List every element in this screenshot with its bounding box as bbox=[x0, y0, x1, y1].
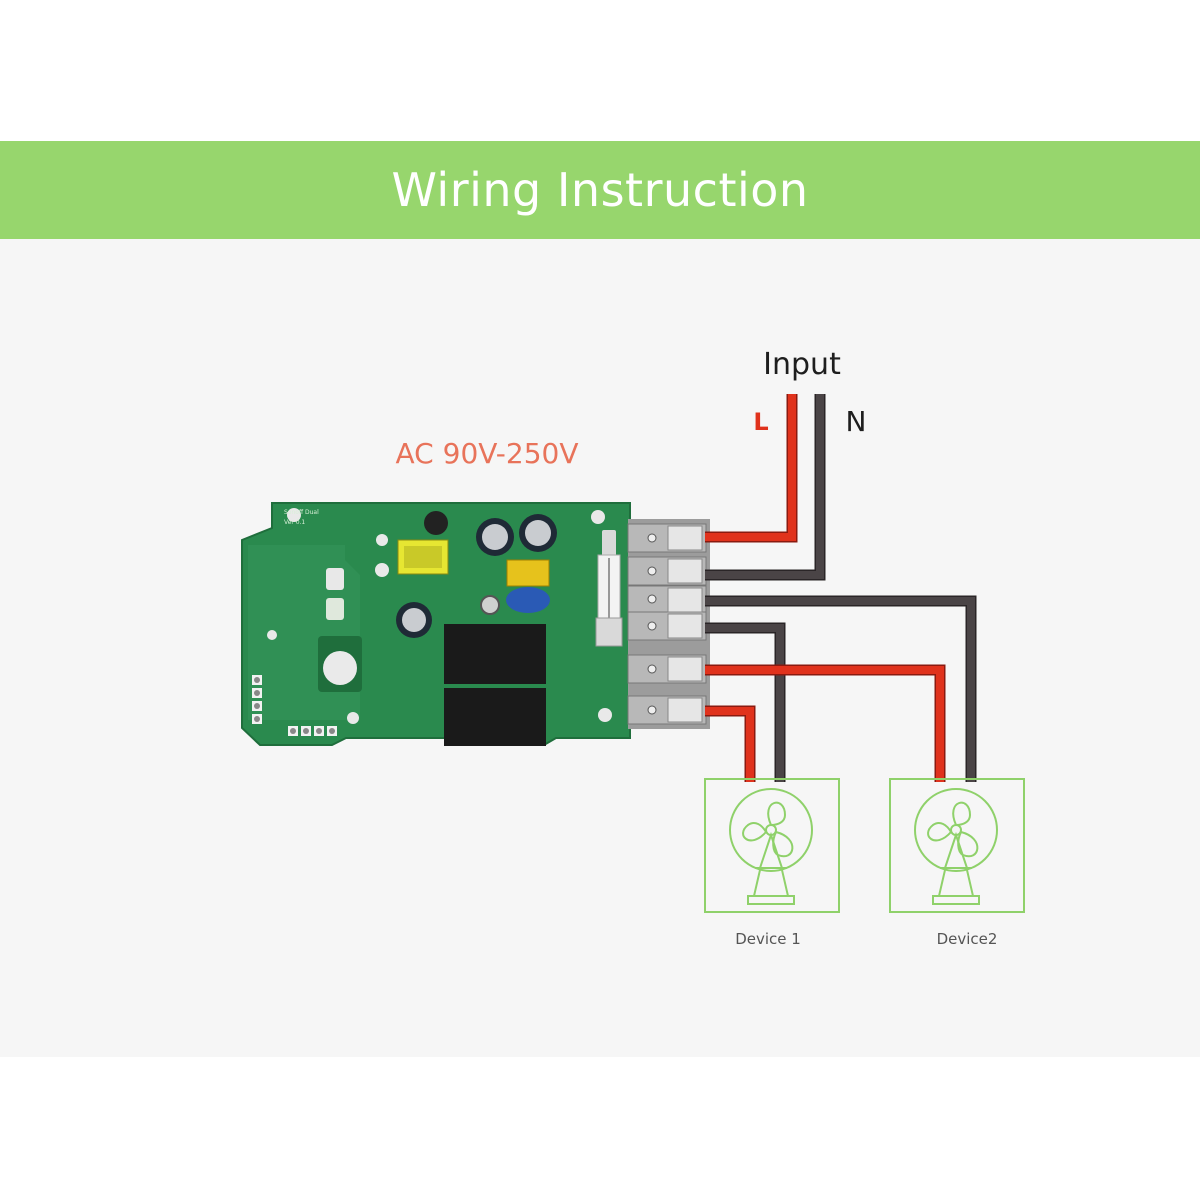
relay-2 bbox=[444, 688, 546, 746]
device-1: Device 1 bbox=[704, 778, 840, 948]
board-silkscreen-version: Ver 0.1 bbox=[284, 519, 305, 526]
push-button bbox=[323, 651, 357, 685]
wires bbox=[705, 394, 977, 782]
page-title: Wiring Instruction bbox=[391, 163, 809, 217]
header-pins bbox=[252, 675, 337, 736]
device1-neutral-wire bbox=[705, 622, 786, 782]
device1-live-wire bbox=[705, 705, 756, 782]
led-indicator bbox=[326, 568, 344, 590]
fan-icon bbox=[729, 788, 813, 905]
device-2-box bbox=[889, 778, 1025, 913]
terminal-block bbox=[627, 519, 710, 729]
device-1-box bbox=[704, 778, 840, 913]
device2-live-wire bbox=[705, 664, 946, 782]
live-input-wire bbox=[705, 394, 798, 543]
live-label: L bbox=[753, 408, 768, 436]
device-1-label: Device 1 bbox=[735, 930, 801, 948]
neutral-label: N bbox=[846, 405, 867, 438]
voltage-label: AC 90V-250V bbox=[396, 437, 579, 470]
fuse bbox=[595, 530, 623, 647]
input-label: Input bbox=[763, 347, 841, 382]
device-2: Device2 bbox=[889, 778, 1025, 948]
relay-1 bbox=[444, 624, 546, 684]
led-indicator bbox=[326, 598, 344, 620]
title-banner: Wiring Instruction bbox=[0, 141, 1200, 239]
board-silkscreen-name: Sonoff Dual bbox=[284, 509, 319, 516]
fan-icon bbox=[914, 788, 998, 905]
sonoff-dual-board: Sonoff Dual Ver 0.1 bbox=[241, 502, 710, 746]
device-2-label: Device2 bbox=[937, 930, 998, 948]
